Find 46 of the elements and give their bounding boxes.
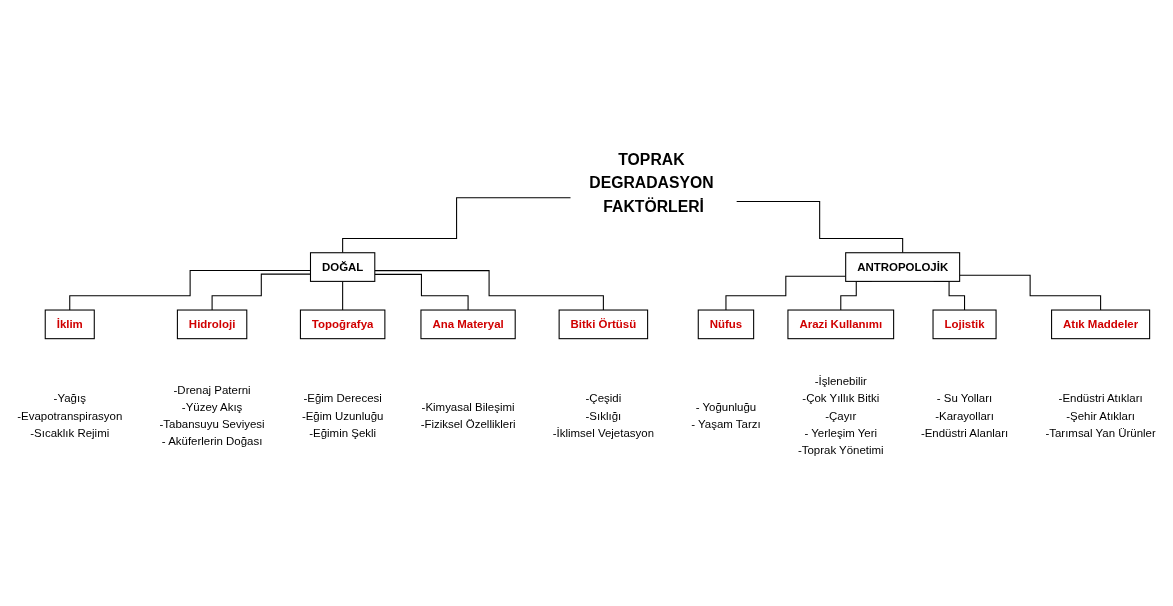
connector	[736, 200, 904, 254]
node-label: -Çayır	[825, 409, 857, 422]
node-box: Lojistik	[932, 309, 997, 339]
node-label: -Çok Yıllık Bitki	[802, 392, 880, 405]
node-label: -Kimyasal Bileşimi	[421, 400, 515, 413]
node-label: -Karayolları	[935, 409, 994, 422]
node-label: -Eğim Derecesi	[303, 392, 382, 405]
node-label: - Yerleşim Yeri	[804, 426, 878, 439]
node-label: -Çeşidi	[585, 392, 622, 405]
node-label: -Tarımsal Yan Ürünler	[1045, 426, 1156, 439]
node-label: - Aküferlerin Doğası	[161, 435, 263, 448]
node-label: -Evapotranspirasyon	[17, 409, 123, 422]
node-label: - Yoğunluğu	[695, 400, 757, 413]
node-label: -Sıklığı	[585, 409, 622, 422]
connector	[342, 280, 344, 311]
node-box: Atık Maddeler	[1051, 309, 1151, 339]
node-label: -İklimsel Vejetasyon	[552, 426, 654, 439]
node-box: Ana Materyal	[420, 309, 516, 339]
node-box: Bitki Örtüsü	[558, 309, 649, 339]
node-label: -Eğimin Şekli	[309, 426, 377, 439]
node-label: -Eğim Uzunluğu	[301, 409, 384, 422]
node-label: -İşlenebilir	[814, 374, 867, 388]
node-label: -Endüstri Atıkları	[1058, 392, 1143, 405]
node-label: -Endüstri Alanları	[920, 426, 1009, 439]
connector	[374, 269, 604, 311]
node-label: - Su Yolları	[936, 392, 993, 405]
connector	[342, 196, 572, 254]
node-label: -Drenaj Paterni	[173, 383, 251, 396]
node-label: -Toprak Yönetimi	[797, 443, 884, 456]
connector	[959, 274, 1102, 311]
node-box: Nüfus	[697, 309, 755, 339]
connector	[374, 273, 469, 311]
node-box: Arazi Kullanımı	[787, 309, 895, 339]
node-text: TOPRAK DEGRADASYON FAKTÖRLERİ	[589, 150, 714, 216]
node-label: -Tabansuyu Seviyesi	[159, 417, 265, 431]
node-box: Hidroloji	[176, 309, 248, 339]
node-label: -Sıcaklık Rejimi	[30, 426, 110, 439]
node-box: DOĞAL	[309, 251, 376, 282]
node-box: ANTROPOLOJİK	[845, 251, 961, 282]
node-box: İklim	[44, 309, 95, 339]
node-label: - Yaşam Tarzı	[691, 417, 761, 431]
node-label: -Yüzey Akış	[181, 400, 243, 413]
node-label: -Fiziksel Özellikleri	[420, 417, 516, 431]
node-label: -Şehir Atıkları	[1066, 409, 1135, 422]
node-box: Topoğrafya	[299, 309, 386, 339]
node-label: -Yağış	[53, 392, 86, 405]
